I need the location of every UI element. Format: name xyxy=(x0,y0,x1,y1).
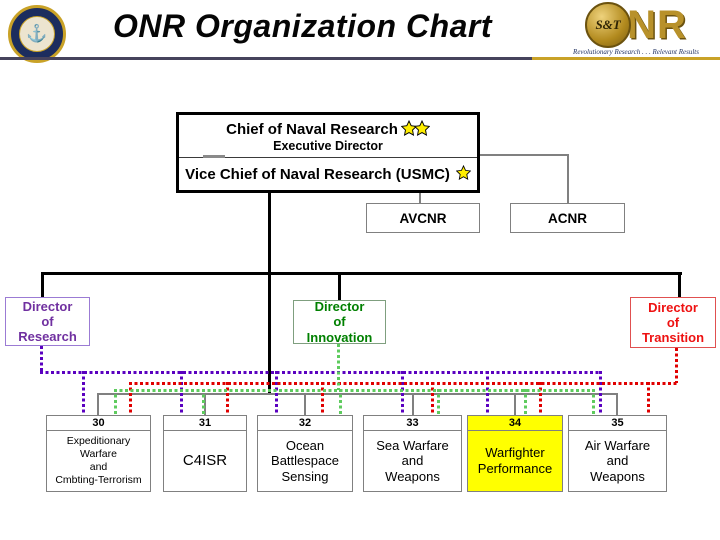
connector-drop-innovation xyxy=(338,272,341,300)
dept-number: 33 xyxy=(364,416,461,431)
acnr-label: ACNR xyxy=(548,210,587,226)
director-label-line: Transition xyxy=(641,330,705,346)
dotted-innovation-drop-35 xyxy=(592,389,595,415)
navy-seal-logo: ⚓ xyxy=(8,5,66,63)
dotted-research-drop-33 xyxy=(401,371,404,415)
dotted-innovation-drop-30 xyxy=(114,389,117,415)
dotted-research-drop-31 xyxy=(180,371,183,415)
connector-stub-34 xyxy=(514,393,516,415)
vice-chief-label: Vice Chief of Naval Research (USMC) xyxy=(185,166,450,183)
connector-acnr-vertical xyxy=(567,154,569,203)
dotted-research-drop-30 xyxy=(82,371,85,415)
dept-box-31: 31 C4ISR xyxy=(163,415,247,492)
onr-logo: S&T NR Revolutionary Research . . . Rele… xyxy=(556,2,716,59)
dept-name: Expeditionary Warfare and Cmbting-Terror… xyxy=(55,434,142,487)
connector-stub-35 xyxy=(616,393,618,415)
dotted-transition-vertical xyxy=(675,348,678,383)
dotted-research-drop-32 xyxy=(275,371,278,415)
director-label-line: Research xyxy=(18,329,77,345)
page-title: ONR Organization Chart xyxy=(113,8,493,44)
director-label-line: of xyxy=(333,314,346,330)
onr-monogram: NR xyxy=(627,3,687,47)
dept-number: 30 xyxy=(47,416,150,431)
director-of-innovation-box: Director of Innovation xyxy=(293,299,386,345)
dept-box-33: 33 Sea Warfare and Weapons xyxy=(363,415,462,492)
onr-tagline: Revolutionary Research . . . Relevant Re… xyxy=(573,48,699,56)
connector-departments-horizontal xyxy=(97,393,618,395)
dotted-transition-drop-35 xyxy=(647,382,650,415)
acnr-box: ACNR xyxy=(510,203,625,233)
dotted-innovation-drop-34 xyxy=(524,389,527,415)
dept-name: Ocean Battlespace Sensing xyxy=(271,437,339,484)
dept-box-34: 34 Warfighter Performance xyxy=(467,415,563,492)
avcnr-label: AVCNR xyxy=(399,210,447,226)
dotted-transition-drop-34 xyxy=(539,382,542,415)
dotted-innovation-vertical xyxy=(337,344,340,390)
connector-stub-32 xyxy=(304,393,306,415)
dept-name: Sea Warfare and Weapons xyxy=(376,437,449,484)
dotted-transition-drop-32 xyxy=(321,382,324,415)
chief-of-naval-research-box: Chief of Naval Research Executive Direct… xyxy=(176,112,480,193)
dept-number: 32 xyxy=(258,416,352,431)
dept-number: 35 xyxy=(569,416,666,431)
director-label-line: Director xyxy=(22,298,73,314)
dotted-innovation-horizontal xyxy=(114,389,595,392)
dotted-transition-drop-33 xyxy=(431,382,434,415)
star-icon xyxy=(455,164,472,184)
cnr-title: Chief of Naval Research xyxy=(226,121,398,138)
connector-drop-transition xyxy=(678,272,681,297)
director-label-line: Director xyxy=(314,299,365,315)
avcnr-box: AVCNR xyxy=(366,203,480,233)
dotted-transition-drop-31 xyxy=(226,382,229,415)
header-rule-left xyxy=(0,57,532,60)
executive-director-label: Executive Director xyxy=(273,138,383,153)
connector-drop-research xyxy=(41,272,44,297)
connector-acnr-horizontal xyxy=(480,154,568,156)
dotted-innovation-drop-32 xyxy=(339,389,342,415)
director-label-line: Director xyxy=(648,299,698,315)
director-label-line: of xyxy=(666,314,680,330)
onr-seal-icon: S&T xyxy=(585,2,632,48)
director-label-line: Innovation xyxy=(306,329,373,345)
divider-artifact xyxy=(203,155,225,158)
connector-stub-31 xyxy=(204,393,206,415)
dept-number: 31 xyxy=(164,416,246,431)
anchor-icon: ⚓ xyxy=(19,16,55,52)
star-icon xyxy=(413,119,431,140)
connector-avcnr xyxy=(419,193,421,203)
director-of-transition-box: Director of Transition xyxy=(630,297,716,348)
dotted-transition-drop-30 xyxy=(129,382,132,415)
director-of-research-box: Director of Research xyxy=(5,297,90,346)
dotted-research-vertical xyxy=(40,346,43,372)
dotted-transition-horizontal xyxy=(129,382,678,385)
dept-name: Air Warfare and Weapons xyxy=(584,437,651,484)
dept-name: C4ISR xyxy=(182,452,228,469)
dept-number: 34 xyxy=(468,416,562,431)
dotted-research-drop-34 xyxy=(486,371,489,415)
header-rule-right xyxy=(532,57,720,60)
dept-box-32: 32 Ocean Battlespace Sensing xyxy=(257,415,353,492)
dept-name: Warfighter Performance xyxy=(477,445,553,476)
dept-box-35: 35 Air Warfare and Weapons xyxy=(568,415,667,492)
director-label-line: of xyxy=(41,313,54,329)
dotted-innovation-drop-33 xyxy=(437,389,440,415)
connector-cnr-vertical xyxy=(268,193,271,395)
connector-directors-horizontal xyxy=(42,272,682,275)
connector-stub-30 xyxy=(97,393,99,415)
dept-box-30: 30 Expeditionary Warfare and Cmbting-Ter… xyxy=(46,415,151,492)
dotted-research-drop-35 xyxy=(599,371,602,415)
dotted-research-horizontal xyxy=(40,371,602,374)
dotted-innovation-drop-31 xyxy=(202,389,205,415)
connector-stub-33 xyxy=(412,393,414,415)
